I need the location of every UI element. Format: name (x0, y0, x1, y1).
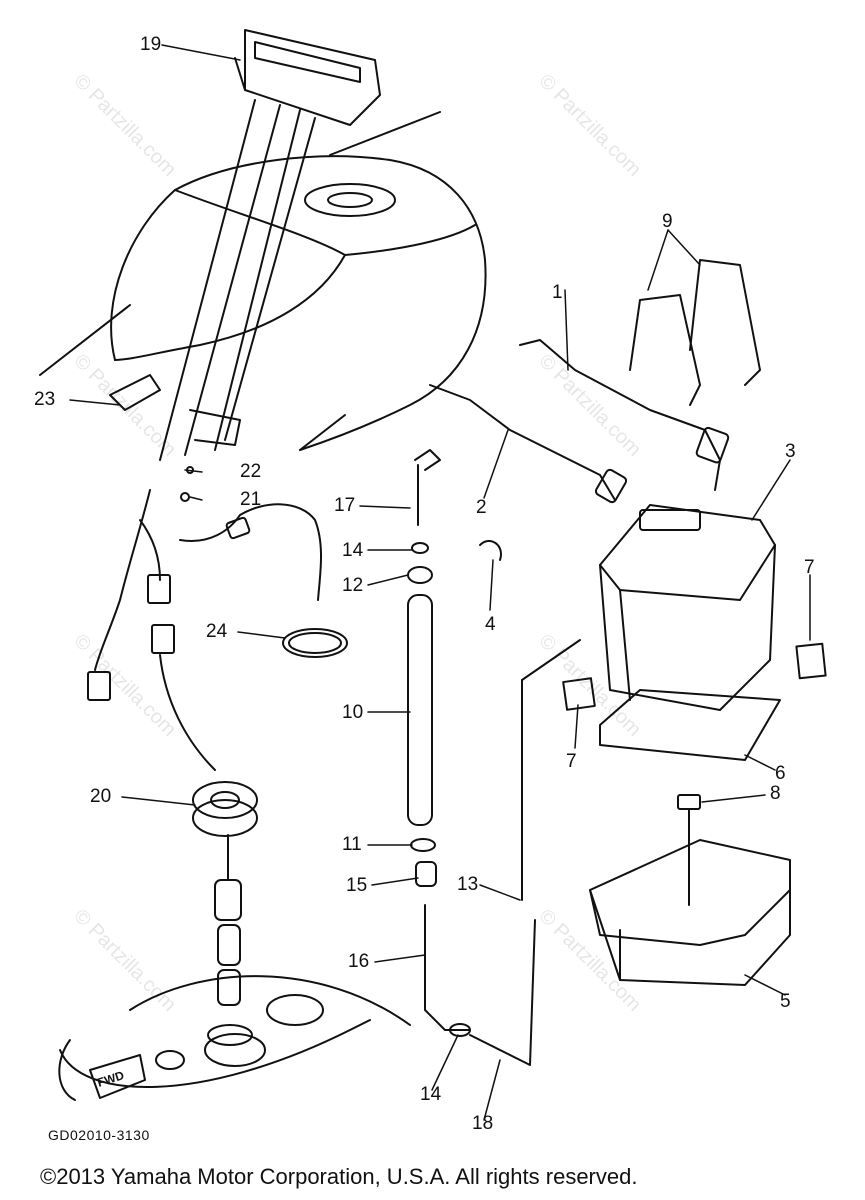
callout-21: 21 (240, 489, 262, 510)
callout-22: 22 (240, 461, 262, 482)
callout-14: 14 (342, 540, 364, 561)
bolt (677, 794, 701, 906)
battery-box (589, 839, 791, 986)
callout-14: 14 (420, 1084, 442, 1105)
callout-10: 10 (342, 702, 364, 723)
callout-7: 7 (804, 557, 815, 578)
leader-lines (69, 44, 811, 1121)
callout-1: 1 (552, 282, 563, 303)
fuel-sender-unit (159, 29, 381, 461)
hose-clamp (282, 628, 348, 658)
callout-3: 3 (785, 441, 796, 462)
callout-11: 11 (342, 834, 362, 855)
callout-19: 19 (140, 34, 162, 55)
callout-17: 17 (334, 495, 356, 516)
callout-5: 5 (780, 991, 791, 1012)
callout-18: 18 (472, 1113, 494, 1134)
drawing-code: GD02010-3130 (48, 1127, 150, 1143)
callout-16: 16 (348, 951, 370, 972)
floor-panel (58, 975, 411, 1101)
callout-6: 6 (775, 763, 786, 784)
callout-4: 4 (485, 614, 496, 635)
battery (599, 504, 776, 711)
callout-13: 13 (457, 874, 479, 895)
callout-9: 9 (662, 211, 673, 232)
callout-12: 12 (342, 575, 364, 596)
callout-20: 20 (90, 786, 112, 807)
callout-15: 15 (346, 875, 368, 896)
battery-pads (562, 642, 827, 761)
callout-7: 7 (566, 751, 577, 772)
callout-2: 2 (476, 497, 487, 518)
fuel-tank (39, 111, 487, 451)
callout-23: 23 (34, 389, 56, 410)
fuel-cock-assembly (192, 781, 258, 1006)
callout-8: 8 (770, 783, 781, 804)
battery-leads (429, 339, 730, 561)
battery-straps (629, 259, 761, 406)
callout-24: 24 (206, 621, 228, 642)
wiring-harness (87, 466, 322, 771)
copyright-notice: ©2013 Yamaha Motor Corporation, U.S.A. A… (40, 1164, 638, 1189)
